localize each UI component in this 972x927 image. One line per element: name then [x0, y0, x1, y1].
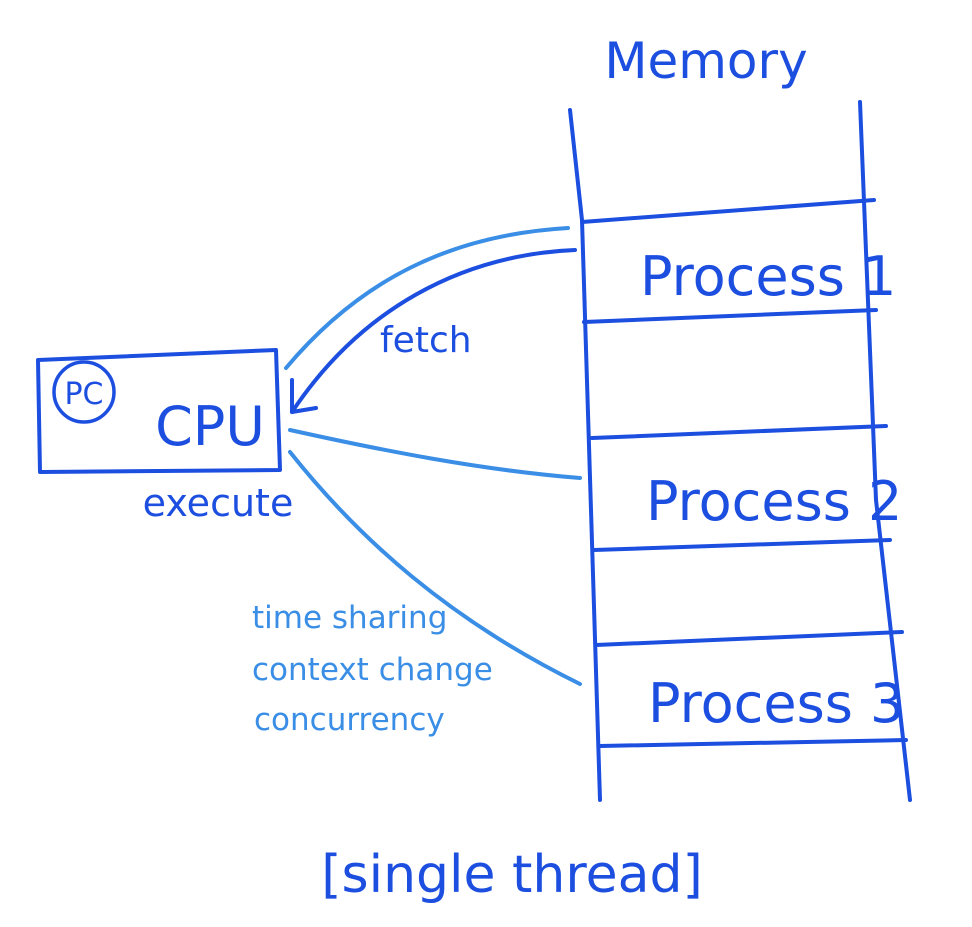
note-time-sharing: time sharing	[252, 600, 447, 636]
memory-title: Memory	[604, 32, 807, 90]
memory-slot-process-1: Process 1	[640, 245, 896, 308]
cpu-label: CPU	[155, 395, 265, 458]
fetch-arrow-head-icon	[290, 378, 318, 414]
memory-slot-process-3: Process 3	[648, 672, 904, 735]
memory-divider	[594, 630, 904, 647]
memory-slot-process-2: Process 2	[646, 470, 902, 533]
note-context-change: context change	[252, 652, 493, 688]
fetch-label: fetch	[380, 320, 472, 361]
connector-process-2	[288, 428, 582, 480]
connector-process-3	[288, 450, 582, 686]
memory-divider	[580, 198, 876, 224]
memory-left-wall	[568, 108, 602, 802]
fetch-arrow	[290, 248, 577, 414]
memory-divider	[598, 738, 908, 748]
memory-divider	[590, 424, 888, 440]
execute-label: execute	[143, 481, 294, 525]
diagram-caption: [single thread]	[321, 845, 703, 905]
memory-divider	[582, 308, 878, 324]
memory-block	[568, 100, 912, 802]
memory-divider	[592, 538, 892, 552]
connector-process-1-light	[284, 226, 570, 370]
cpu-block: PC CPU execute	[36, 348, 294, 525]
pc-register-label: PC	[64, 377, 103, 412]
cpu-box	[36, 348, 282, 474]
pc-register-circle	[52, 360, 116, 424]
note-concurrency: concurrency	[254, 702, 445, 738]
memory-right-wall	[858, 100, 912, 802]
